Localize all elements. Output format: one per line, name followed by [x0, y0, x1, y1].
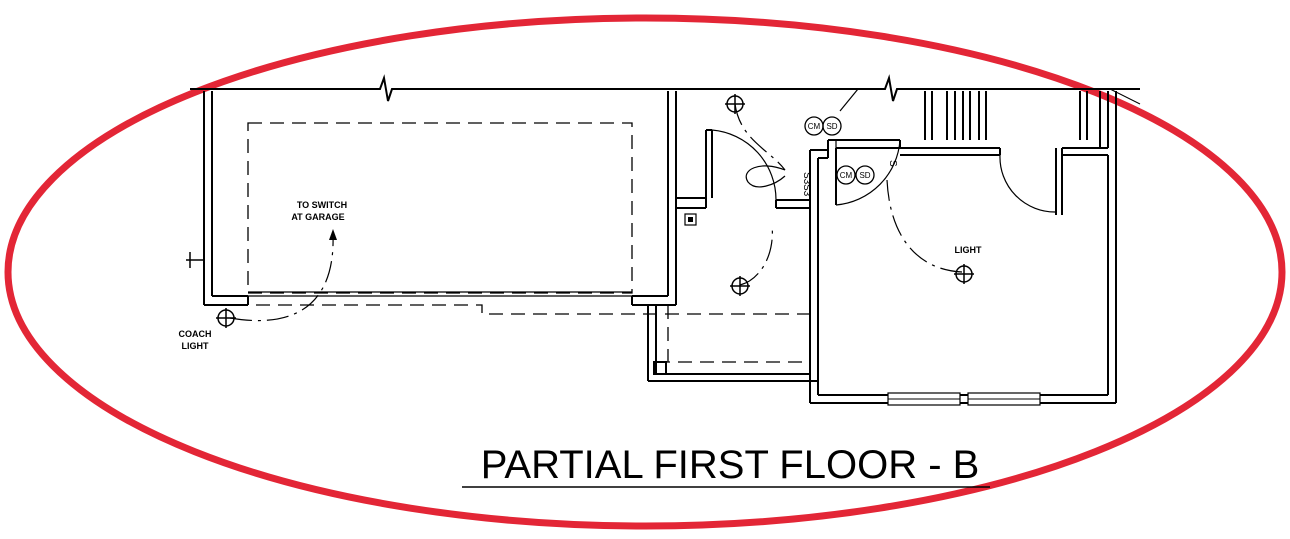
switch-loop: [745, 165, 786, 188]
ceiling-light-icon: [730, 276, 750, 296]
co-monitor-icon: CM: [836, 165, 856, 185]
switch-legs: [229, 103, 963, 322]
to-switch-label-line1: TO SWITCH: [297, 200, 347, 210]
door-swings: [711, 88, 1057, 213]
drawing-title: PARTIAL FIRST FLOOR - B: [481, 443, 980, 487]
ceiling-light-icon: [725, 94, 745, 114]
outlet-icon: [186, 252, 204, 268]
highlight-ellipse: [4, 14, 1286, 530]
coach-light-icon: [216, 308, 236, 328]
smoke-detector-icon: SD: [822, 116, 842, 136]
switch-label: S3: [801, 184, 812, 197]
cm-label-1: CM: [808, 122, 821, 131]
smoke-detector-icon: SD: [855, 165, 875, 185]
to-switch-label-line2: AT GARAGE: [291, 212, 344, 222]
ceiling-light-icon: [954, 264, 974, 284]
walls: [190, 74, 1141, 406]
light-label: LIGHT: [955, 245, 982, 255]
cm-label-2: CM: [840, 171, 853, 180]
co-monitor-icon: CM: [804, 116, 824, 136]
coach-light-label-line1: COACH: [179, 329, 212, 339]
coach-light-label-line2: LIGHT: [182, 341, 209, 351]
switch-icon: [684, 213, 697, 226]
arrow-head: [329, 229, 337, 240]
dashed-lines: [212, 122, 810, 363]
switch-label: S3: [801, 172, 812, 185]
sd-label-2: SD: [859, 171, 870, 180]
sd-label-1: SD: [826, 122, 837, 131]
switch-label: S: [887, 160, 898, 167]
